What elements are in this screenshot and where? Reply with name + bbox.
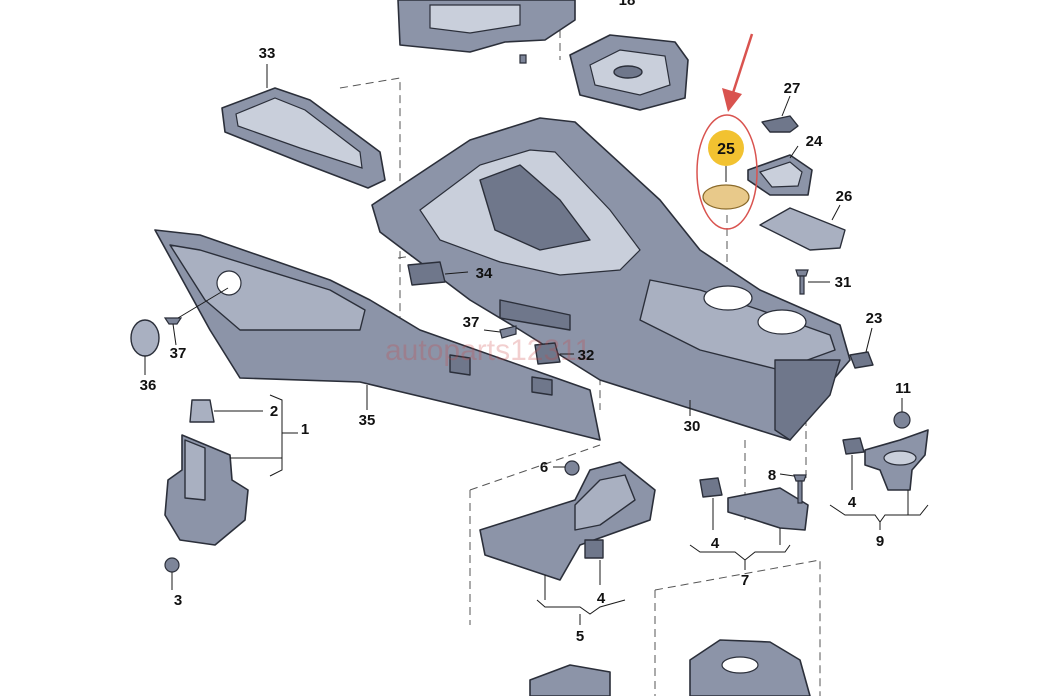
part-9-bracket bbox=[829, 398, 929, 530]
callout-2: 2 bbox=[270, 403, 278, 420]
callout-5: 5 bbox=[576, 628, 584, 645]
callout-31: 31 bbox=[835, 274, 852, 291]
callout-3: 3 bbox=[174, 592, 182, 609]
watermark-text: autoparts12311 bbox=[385, 334, 591, 367]
callout-9: 9 bbox=[876, 533, 884, 550]
callout-34: 34 bbox=[476, 265, 493, 282]
part-23-clip bbox=[849, 327, 874, 369]
part-18-tray bbox=[569, 34, 689, 111]
callout-33: 33 bbox=[259, 45, 276, 62]
part-37-screw-left bbox=[163, 287, 229, 346]
part-32-clip bbox=[534, 342, 574, 365]
callout-37-center: 37 bbox=[463, 314, 480, 331]
callout-26: 26 bbox=[836, 188, 853, 205]
callout-8: 8 bbox=[768, 467, 776, 484]
part-37-screw-center bbox=[483, 325, 517, 339]
part-5-bracket bbox=[479, 460, 656, 625]
callout-1: 1 bbox=[301, 421, 309, 438]
part-31-screw bbox=[795, 269, 830, 295]
callout-7: 7 bbox=[741, 572, 749, 589]
callout-36: 36 bbox=[140, 377, 157, 394]
part-30-center-console bbox=[371, 117, 851, 441]
callout-32: 32 bbox=[578, 347, 595, 364]
part-1-bracket bbox=[164, 394, 298, 590]
callout-30: 30 bbox=[684, 418, 701, 435]
part-33-trim-panel bbox=[221, 64, 386, 189]
callout-4-left: 4 bbox=[597, 590, 606, 607]
callout-35: 35 bbox=[359, 412, 376, 429]
part-7-bracket bbox=[689, 473, 809, 570]
highlighted-part-25 bbox=[696, 33, 758, 230]
top-console-part bbox=[397, 0, 576, 64]
callout-24: 24 bbox=[806, 133, 823, 150]
part-24-frame bbox=[747, 145, 813, 196]
callout-18: 18 bbox=[619, 0, 636, 9]
callout-labels: 18 33 27 24 26 34 31 23 37 32 37 36 11 2… bbox=[140, 0, 911, 645]
callout-27: 27 bbox=[784, 80, 801, 97]
part-36-cap bbox=[130, 319, 160, 375]
part-34-clip bbox=[407, 261, 469, 286]
part-26-mat bbox=[759, 204, 846, 251]
callout-37-left: 37 bbox=[170, 345, 187, 362]
callout-11: 11 bbox=[895, 380, 911, 397]
part-35-side-panel bbox=[154, 229, 601, 441]
bottom-part-right bbox=[689, 639, 811, 696]
callout-6: 6 bbox=[540, 459, 548, 476]
part-27-clip bbox=[761, 95, 799, 133]
bottom-part-left bbox=[529, 664, 611, 696]
callout-25-highlighted: 25 bbox=[717, 141, 735, 158]
callout-4-right: 4 bbox=[848, 494, 857, 511]
callout-4-mid: 4 bbox=[711, 535, 720, 552]
callout-23: 23 bbox=[866, 310, 883, 327]
